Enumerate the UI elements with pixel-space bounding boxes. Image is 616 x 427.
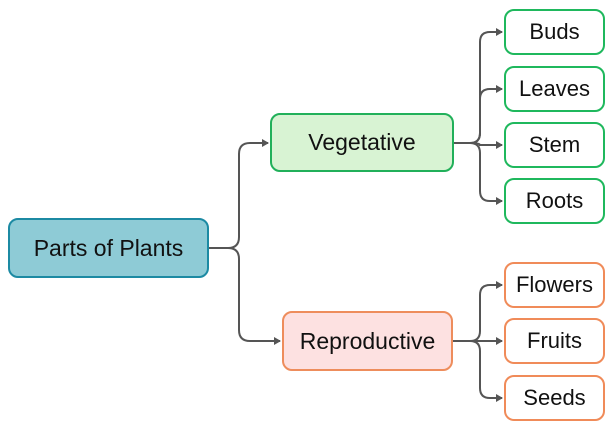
branch-node-label: Vegetative bbox=[308, 129, 416, 155]
connector-vegetative-buds bbox=[454, 28, 503, 144]
leaf-node-fruits: Fruits bbox=[504, 318, 605, 364]
leaf-node-seeds: Seeds bbox=[504, 375, 605, 421]
connector-vegetative-roots bbox=[454, 142, 503, 205]
leaf-node-flowers: Flowers bbox=[504, 262, 605, 308]
leaf-node-roots: Roots bbox=[504, 178, 605, 224]
branch-node-label: Reproductive bbox=[299, 327, 436, 354]
leaf-node-stem: Stem bbox=[504, 122, 605, 168]
leaf-node-label: Flowers bbox=[515, 272, 593, 297]
leaf-node-label: Stem bbox=[528, 132, 581, 157]
root-node: Parts of Plants bbox=[8, 218, 209, 278]
branch-node-vegetative: Vegetative bbox=[270, 113, 454, 172]
root-node-label: Parts of Plants bbox=[33, 234, 184, 261]
connector-reproductive-seeds bbox=[453, 340, 503, 402]
leaf-node-label: Leaves bbox=[519, 76, 590, 101]
connector-root-reproductive bbox=[209, 247, 281, 345]
leaf-node-label: Fruits bbox=[527, 328, 582, 353]
leaf-node-buds: Buds bbox=[504, 9, 605, 55]
connector-root-vegetative bbox=[209, 139, 269, 249]
leaf-node-label: Seeds bbox=[523, 385, 586, 410]
leaf-node-leaves: Leaves bbox=[504, 66, 605, 112]
connector-vegetative-leaves bbox=[454, 85, 503, 144]
leaf-node-label: Roots bbox=[525, 188, 584, 213]
leaf-node-label: Buds bbox=[529, 19, 580, 44]
branch-node-reproductive: Reproductive bbox=[282, 311, 453, 371]
connector-reproductive-flowers bbox=[453, 281, 503, 342]
